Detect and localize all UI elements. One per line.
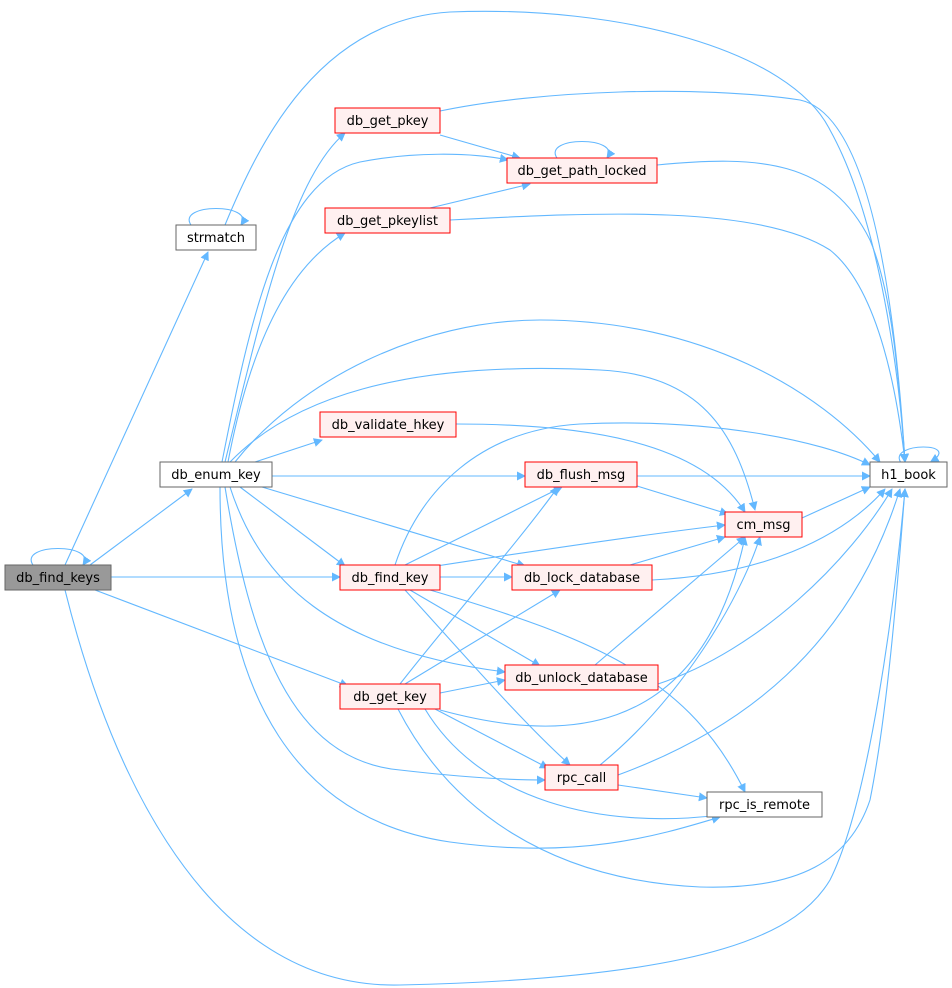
- node-box: [511, 564, 653, 591]
- edge-rpc-call-to-h1-book: [617, 488, 902, 776]
- node-box: [506, 157, 658, 184]
- node-db-unlock-database[interactable]: db_unlock_database: [504, 664, 659, 691]
- edge-db-get-pkeylist-to-db-get-path-locked: [429, 181, 531, 209]
- edge-db-unlock-database-to-cm-msg: [594, 536, 746, 666]
- node-label: db_find_keys: [16, 571, 100, 586]
- node-box: [869, 461, 948, 488]
- node-box: [4, 564, 112, 591]
- node-db-lock-database[interactable]: db_lock_database: [511, 564, 653, 591]
- edge-db-find-key-to-cm-msg: [429, 521, 726, 568]
- edge-db-enum-key-to-db-get-pkey: [224, 132, 346, 463]
- node-box: [706, 791, 823, 818]
- edge-db-get-pkeylist-to-h1-book: [449, 213, 909, 463]
- edge-db-enum-key-to-db-unlock-database: [229, 486, 506, 676]
- node-label: db_lock_database: [524, 571, 640, 586]
- edge-rpc-call-to-cm-msg: [599, 536, 762, 766]
- edge-db-get-key-to-db-lock-database: [404, 589, 561, 685]
- edge-db-find-keys-to-db-enum-key: [89, 488, 193, 566]
- node-label: db_flush_msg: [537, 468, 626, 483]
- node-box: [175, 224, 257, 251]
- edge-db-unlock-database-to-h1-book: [657, 488, 893, 685]
- node-box: [339, 683, 441, 710]
- node-db-flush-msg[interactable]: db_flush_msg: [524, 461, 638, 488]
- node-label: h1_book: [881, 468, 936, 483]
- edge-db-get-pkey-to-h1-book: [439, 90, 909, 463]
- edge-db-enum-key-to-cm-msg: [229, 367, 758, 511]
- edge-db-find-keys-to-db-find-keys: [30, 547, 92, 566]
- node-box: [524, 461, 638, 488]
- node-box: [724, 511, 803, 538]
- edge-db-enum-key-to-db-lock-database: [261, 486, 526, 568]
- node-label: db_get_path_locked: [518, 164, 647, 179]
- edge-db-get-key-to-rpc-is-remote: [424, 708, 721, 821]
- edge-db-enum-key-to-h1-book: [234, 319, 881, 463]
- node-strmatch[interactable]: strmatch: [175, 224, 257, 251]
- node-db-find-key[interactable]: db_find_key: [339, 564, 441, 591]
- edge-db-get-pkey-to-db-get-path-locked: [439, 134, 521, 161]
- node-box: [334, 107, 441, 134]
- edge-db-validate-hkey-to-cm-msg: [455, 423, 746, 513]
- node-label: db_get_pkeylist: [337, 214, 438, 229]
- edge-db-enum-key-to-rpc-call: [224, 486, 546, 785]
- edge-db-find-keys-to-h1-book: [64, 488, 909, 986]
- edge-layer: [30, 10, 940, 986]
- edge-db-find-key-to-db-unlock-database: [409, 589, 541, 667]
- edge-db-lock-database-to-cm-msg: [629, 534, 726, 566]
- edge-db-find-keys-to-db-get-key: [94, 589, 349, 688]
- node-label: strmatch: [187, 231, 245, 246]
- node-db-get-key[interactable]: db_get_key: [339, 683, 441, 710]
- node-db-enum-key[interactable]: db_enum_key: [159, 461, 273, 488]
- edge-db-enum-key-to-rpc-is-remote: [219, 486, 721, 849]
- node-layer: db_find_keys strmatch db_enum_key db_get_pk…: [4, 107, 948, 818]
- node-db-get-pkey[interactable]: db_get_pkey: [334, 107, 441, 134]
- edge-db-find-key-to-db-flush-msg: [404, 486, 563, 566]
- node-label: db_find_key: [352, 571, 429, 586]
- node-label: rpc_call: [557, 771, 607, 786]
- node-db-find-keys[interactable]: db_find_keys: [4, 564, 112, 591]
- node-label: db_enum_key: [171, 468, 261, 483]
- edge-db-enum-key-to-db-find-key: [239, 486, 346, 567]
- edge-db-lock-database-to-h1-book: [651, 488, 886, 581]
- edge-strmatch-to-strmatch: [188, 207, 250, 226]
- node-box: [544, 764, 619, 791]
- node-cm-msg[interactable]: cm_msg: [724, 511, 803, 538]
- edge-db-get-key-to-rpc-call: [434, 708, 549, 769]
- node-rpc-call[interactable]: rpc_call: [544, 764, 619, 791]
- node-label: db_get_key: [353, 690, 427, 705]
- node-box: [319, 411, 457, 438]
- edge-h1-book-to-h1-book: [898, 446, 940, 463]
- edge-rpc-call-to-rpc-is-remote: [617, 784, 708, 802]
- edge-db-enum-key-to-db-validate-hkey: [254, 438, 323, 463]
- node-label: rpc_is_remote: [719, 798, 810, 813]
- node-label: db_validate_hkey: [332, 418, 445, 433]
- edge-db-find-keys-to-strmatch: [64, 251, 209, 566]
- edge-db-get-key-to-cm-msg: [439, 536, 748, 727]
- edge-db-get-key-to-db-flush-msg: [399, 486, 559, 685]
- edge-cm-msg-to-h1-book: [801, 486, 871, 519]
- node-box: [159, 461, 273, 488]
- node-h1-book[interactable]: h1_book: [869, 461, 948, 488]
- node-rpc-is-remote[interactable]: rpc_is_remote: [706, 791, 823, 818]
- edge-db-enum-key-to-db-get-path-locked: [221, 153, 509, 463]
- edge-db-find-key-to-h1-book: [394, 422, 871, 566]
- edge-db-enum-key-to-db-get-pkeylist: [227, 232, 346, 463]
- edge-db-get-key-to-h1-book: [397, 488, 909, 888]
- edge-db-get-path-locked-to-db-get-path-locked: [554, 140, 616, 159]
- edge-db-get-key-to-db-unlock-database: [439, 677, 506, 694]
- edge-db-find-key-to-rpc-is-remote: [429, 589, 746, 793]
- node-db-get-pkeylist[interactable]: db_get_pkeylist: [324, 207, 451, 234]
- node-label: cm_msg: [737, 518, 791, 533]
- edge-db-flush-msg-to-cm-msg: [636, 485, 729, 516]
- node-box: [324, 207, 451, 234]
- node-label: db_unlock_database: [515, 671, 648, 686]
- node-db-validate-hkey[interactable]: db_validate_hkey: [319, 411, 457, 438]
- node-db-get-path-locked[interactable]: db_get_path_locked: [506, 157, 658, 184]
- edge-db-get-path-locked-to-h1-book: [656, 160, 909, 463]
- node-box: [339, 564, 441, 591]
- edge-strmatch-to-h1-book: [224, 10, 909, 463]
- node-box: [504, 664, 659, 691]
- node-label: db_get_pkey: [347, 114, 429, 129]
